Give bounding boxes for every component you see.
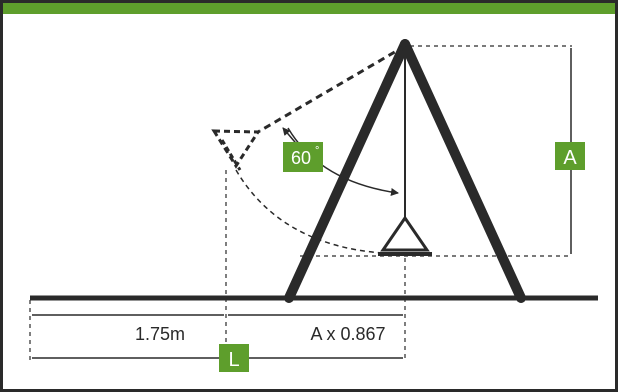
total-length-label: L bbox=[228, 349, 239, 371]
frame-leg-right bbox=[400, 39, 526, 303]
swing-seat-hanger bbox=[380, 215, 430, 252]
angle-label: 60 bbox=[291, 148, 311, 168]
angle-unit-label: ° bbox=[315, 145, 319, 157]
angle-label-box bbox=[283, 142, 323, 172]
header-band bbox=[3, 3, 615, 14]
swung-seat-bar bbox=[220, 139, 242, 171]
swung-seat bbox=[211, 129, 261, 169]
swung-rope bbox=[257, 44, 406, 134]
height-label-box bbox=[555, 142, 585, 170]
distance-right-label: A x 0.867 bbox=[310, 324, 385, 344]
height-label: A bbox=[563, 147, 577, 169]
swing-arc bbox=[235, 169, 383, 254]
angle-arc bbox=[287, 127, 399, 196]
total-length-label-box bbox=[219, 344, 249, 372]
distance-left-label: 1.75m bbox=[135, 324, 185, 344]
